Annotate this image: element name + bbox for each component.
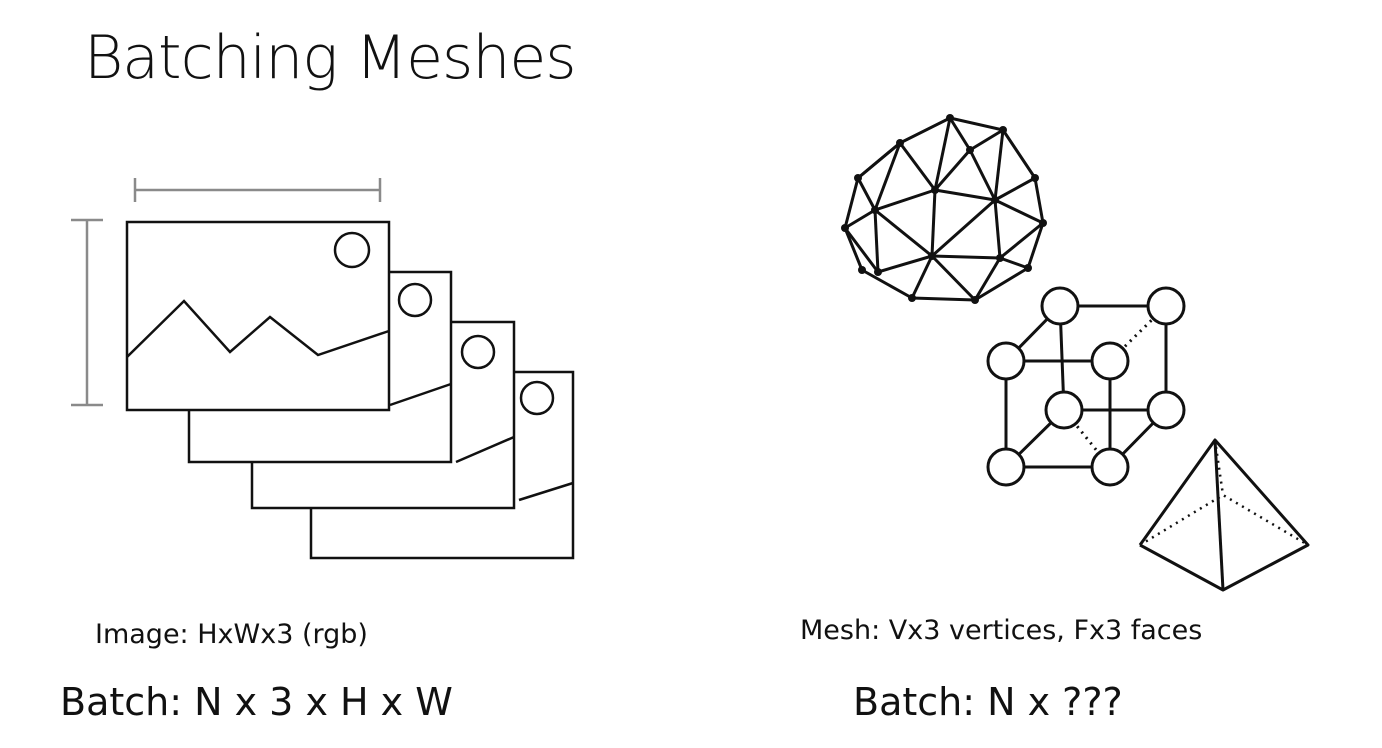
mesh-batch-shape: Batch: N x ??? — [853, 680, 1123, 724]
sun-icon — [333, 231, 371, 269]
sun-icon — [519, 380, 555, 416]
image-batch-shape: Batch: N x 3 x H x W — [60, 680, 453, 724]
mountain-icon — [126, 299, 390, 358]
mountain-icon — [389, 382, 452, 407]
mountain-icon — [518, 481, 574, 502]
image-shape-caption: Image: HxWx3 (rgb) — [95, 619, 368, 650]
mesh-shape-caption: Mesh: Vx3 vertices, Fx3 faces — [800, 615, 1203, 646]
cube-mesh — [986, 286, 1186, 487]
mountain-icon — [455, 435, 515, 464]
sun-icon — [460, 334, 496, 370]
sphere-mesh — [841, 114, 1047, 304]
width-dimension-bracket — [133, 178, 382, 202]
height-dimension-bracket — [71, 218, 103, 407]
sun-icon — [397, 282, 433, 318]
slide-title: Batching Meshes — [84, 23, 577, 93]
pyramid-mesh — [1138, 438, 1310, 592]
image-frame-1 — [125, 220, 391, 412]
